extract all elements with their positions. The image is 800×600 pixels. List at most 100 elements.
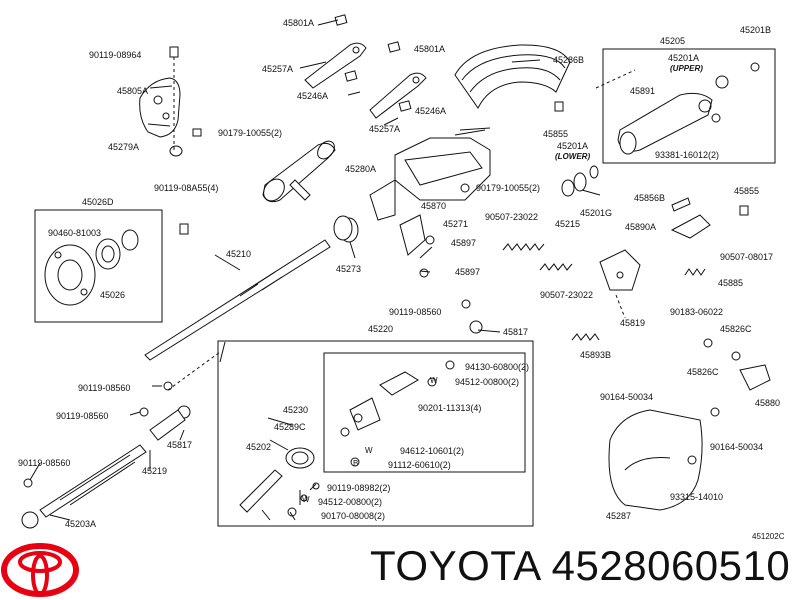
- part-label: 45880: [755, 398, 781, 408]
- joint-45219: [149, 409, 186, 441]
- part-label: 94130-60800(2): [465, 362, 530, 372]
- lever-45257a-2: [369, 72, 427, 119]
- part-label: 45286B: [553, 55, 585, 65]
- part-label: 45801A: [283, 18, 315, 28]
- part-label: 45897: [451, 238, 477, 248]
- bracket-45819: [599, 249, 641, 291]
- part-label: 45289C: [274, 422, 306, 432]
- spring-45893b: [571, 333, 600, 341]
- lever-45890a: [670, 214, 711, 239]
- yoke-upper: [379, 371, 419, 396]
- part-label: 90119-08560: [18, 458, 71, 468]
- part-label: 45203A: [65, 519, 97, 529]
- part-label: 90507-23022: [540, 290, 594, 300]
- part-label: 90201-11313(4): [418, 403, 482, 413]
- part-label: 45201A: [668, 53, 700, 63]
- part-label: 45257A: [369, 124, 401, 134]
- clip-45279a: [169, 145, 183, 157]
- part-label: 90119-08560: [78, 383, 131, 393]
- part-label: 45855: [734, 186, 760, 196]
- part-label: 45287: [606, 511, 632, 521]
- part-label: 45026D: [82, 197, 114, 207]
- part-label: 90119-08560: [56, 411, 109, 421]
- part-label: 45826C: [720, 324, 752, 334]
- part-label: 45205: [660, 36, 686, 46]
- part-label: 45201A: [557, 141, 589, 151]
- part-label: 45805A: [117, 86, 149, 96]
- toyota-logo: [1, 543, 79, 597]
- diagram-code: 451202C: [752, 532, 785, 541]
- part-label: 90119-08560: [389, 307, 442, 317]
- part-label: 45855: [543, 129, 569, 139]
- part-label: 45897: [455, 267, 481, 277]
- box-45220: [217, 340, 534, 527]
- washer-marker: W: [430, 376, 438, 385]
- part-label: 45801A: [414, 44, 446, 54]
- ring-45215: [561, 179, 575, 197]
- part-label: 94512-00800(2): [455, 377, 520, 387]
- part-label: 45246A: [297, 91, 329, 101]
- part-label: 93381-16012(2): [655, 150, 720, 160]
- part-label: 90119-08982(2): [327, 483, 391, 493]
- bolt-marker: B: [353, 459, 359, 468]
- part-label: 90460-81003: [48, 228, 102, 238]
- part-label: 90164-50034: [710, 442, 764, 452]
- lever-45880: [739, 364, 771, 391]
- cover-45287: [608, 409, 703, 511]
- part-label: 45273: [336, 264, 362, 274]
- part-label: 45885: [718, 278, 744, 288]
- part-label: 45870: [421, 201, 447, 211]
- part-label: 45202: [246, 442, 272, 452]
- part-label: 45893B: [580, 350, 612, 360]
- part-label: 91112-60610(2): [388, 460, 451, 470]
- part-label: 90179-10055(2): [476, 183, 541, 193]
- part-label: 94612-10601(2): [400, 446, 465, 456]
- box-45026d: [34, 209, 163, 323]
- part-label: 45280A: [345, 164, 377, 174]
- part-label: 45215: [555, 219, 581, 229]
- yoke-lower: [349, 397, 381, 431]
- part-label: 90507-08017: [720, 252, 774, 262]
- part-label: 45890A: [625, 222, 657, 232]
- spring-90507-b: [539, 263, 573, 271]
- box-inner-45220: [323, 352, 526, 473]
- part-label: 90164-50034: [600, 392, 654, 402]
- part-label: 45856B: [634, 193, 666, 203]
- part-label: 45201B: [740, 25, 772, 35]
- bracket-45271: [399, 214, 426, 256]
- brand-part-number: TOYOTA 4528060510: [370, 542, 791, 589]
- part-label: 90183-06022: [670, 307, 724, 317]
- bearing-45026: [95, 238, 121, 270]
- part-label: 45210: [226, 249, 252, 259]
- spring-90507-08017: [684, 268, 706, 276]
- bracket-45805a: [139, 77, 181, 138]
- part-label: 90507-23022: [485, 212, 539, 222]
- part-label: 90179-10055(2): [218, 128, 283, 138]
- part-label: 45891: [630, 86, 656, 96]
- part-label: 90119-08964: [89, 50, 142, 60]
- part-label: 45230: [283, 405, 309, 415]
- washer-marker: W: [365, 446, 373, 455]
- part-label: 45817: [167, 440, 193, 450]
- part-label: 45246A: [415, 106, 447, 116]
- lever-45257a-1: [304, 42, 367, 89]
- plate-45026: [44, 244, 96, 306]
- part-label: 45220: [368, 324, 394, 334]
- part-label: 45817: [503, 327, 529, 337]
- box-45205: [602, 48, 776, 164]
- ring-45289c: [285, 447, 315, 469]
- shaft-45203a: [39, 444, 147, 518]
- cover-45286b: [454, 44, 571, 109]
- ring-45201g: [573, 172, 587, 192]
- part-label: 45026: [100, 290, 126, 300]
- sublabel-lower: (LOWER): [555, 152, 591, 161]
- ring-90460: [121, 229, 139, 251]
- part-label: 45257A: [262, 64, 294, 74]
- part-label: 45219: [142, 466, 168, 476]
- part-label: 90119-08A55(4): [154, 183, 219, 193]
- part-label: 45201G: [580, 208, 613, 218]
- part-label: 45819: [620, 318, 646, 328]
- spring-90507-a: [502, 243, 545, 251]
